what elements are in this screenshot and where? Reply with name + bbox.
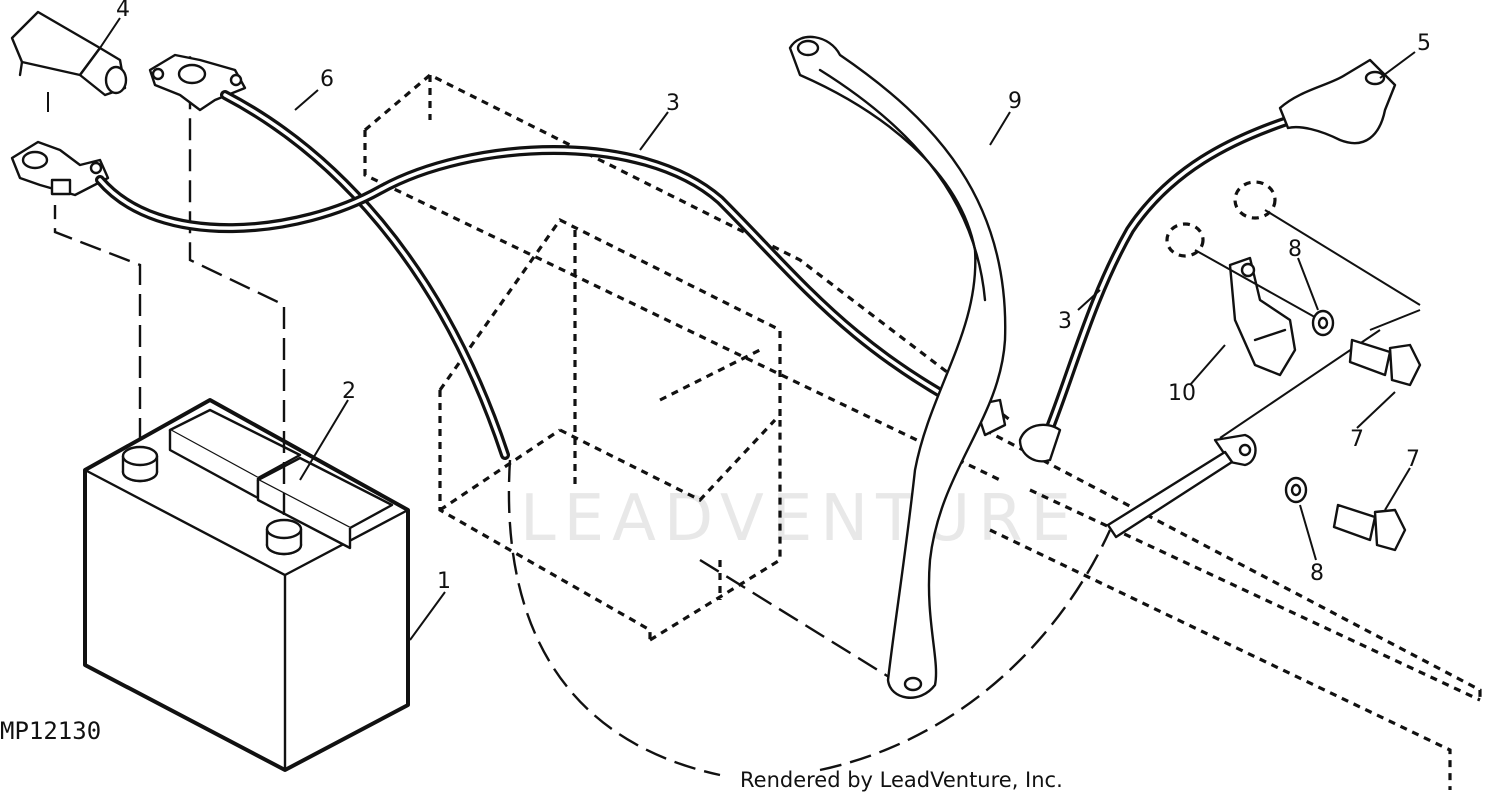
- negative-terminal-clamp: [10, 140, 110, 197]
- cable-clamp-bracket: [1228, 256, 1297, 377]
- callout-8-upper: 8: [1288, 237, 1302, 262]
- boss-phantom-line: [1264, 209, 1421, 306]
- cable-6: [220, 90, 510, 460]
- terminal-boot: [1278, 58, 1397, 145]
- credit-line: Rendered by LeadVenture, Inc.: [740, 768, 1063, 792]
- bolt-phantom-line: [1369, 309, 1421, 331]
- boss-phantom-line-2: [1194, 249, 1321, 321]
- callout-5: 5: [1417, 31, 1431, 56]
- callout-4: 4: [116, 0, 130, 22]
- frame-ground-leader: [819, 529, 1112, 772]
- pos-terminal-leader: [188, 50, 286, 515]
- watermark-text: LEADVENTURE: [520, 482, 1079, 556]
- neg-terminal-leader: [53, 205, 142, 440]
- battery-tray-hidden-outline: [363, 73, 1482, 790]
- callout-leaders: [99, 17, 1416, 641]
- ground-path-leader: [507, 459, 721, 777]
- lower-bolt: [1332, 503, 1407, 552]
- terminal-cover: [10, 10, 128, 97]
- lower-washer: [1284, 476, 1308, 504]
- callout-3-main: 3: [666, 91, 680, 116]
- mounting-bosses: [1165, 180, 1277, 258]
- callout-6: 6: [320, 67, 334, 92]
- drawing-id: MP12130: [0, 717, 101, 745]
- battery: [83, 398, 410, 772]
- callout-labels: 1 2 3 3 4 5 6 7 7 8 8 9 10: [116, 0, 1431, 594]
- callout-7-upper: 7: [1350, 427, 1364, 452]
- upper-washer: [1311, 309, 1335, 337]
- callout-8-lower: 8: [1310, 561, 1324, 586]
- cable-3-main: [95, 145, 1007, 437]
- hold-down-strap: [788, 35, 1007, 699]
- callout-2: 2: [342, 379, 356, 404]
- callout-1: 1: [437, 569, 451, 594]
- callout-9: 9: [1008, 89, 1022, 114]
- tray-phantom-line: [699, 558, 911, 692]
- callout-7-lower: 7: [1406, 447, 1420, 472]
- callout-10: 10: [1168, 381, 1196, 406]
- callout-3-right: 3: [1058, 309, 1072, 334]
- upper-bolt: [1348, 338, 1422, 387]
- cable-3-right: [1018, 115, 1295, 463]
- ground-lug-stud: [1106, 433, 1257, 539]
